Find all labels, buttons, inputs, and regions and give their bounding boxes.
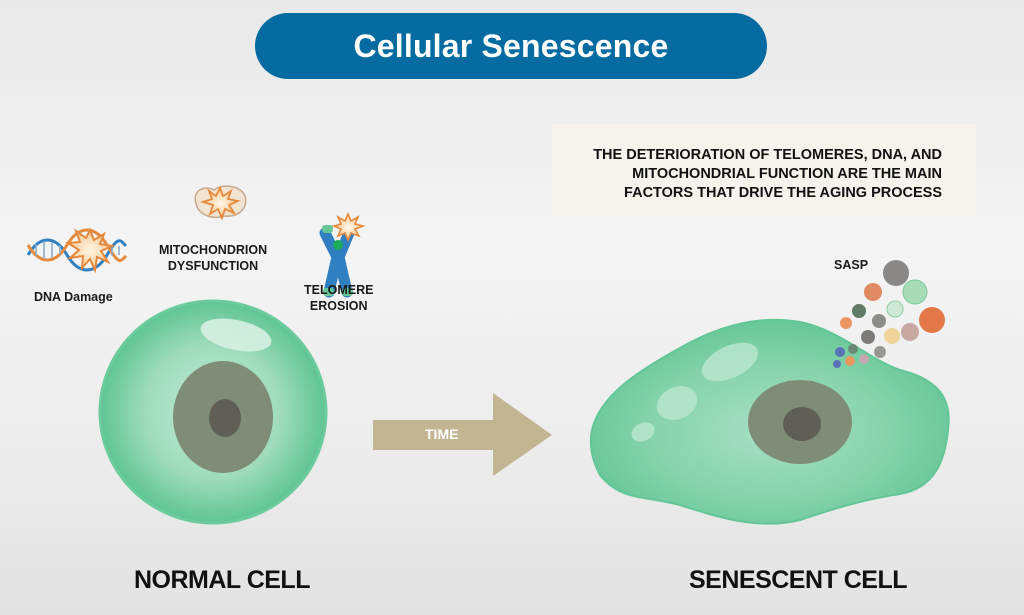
title-banner: Cellular Senescence <box>255 13 767 79</box>
mitochondrion-label-line2: DYSFUNCTION <box>167 259 259 273</box>
normal-cell-nucleolus <box>209 399 241 437</box>
mitochondrion-label: MITOCHONDRION DYSFUNCTION <box>159 242 267 274</box>
page-title: Cellular Senescence <box>353 27 669 64</box>
sasp-particle <box>872 314 886 328</box>
time-arrow <box>373 393 552 476</box>
caption-box: THE DETERIORATION OF TELOMERES, DNA, AND… <box>552 124 976 217</box>
sasp-label: SASP <box>834 258 869 272</box>
caption-line: FACTORS THAT DRIVE THE AGING PROCESS <box>624 185 942 201</box>
senescent-cell-nucleolus <box>783 407 821 441</box>
sasp-particle <box>835 347 845 357</box>
sasp-particle <box>859 354 869 364</box>
mitochondrion-icon <box>194 185 247 221</box>
sasp-particle <box>864 283 882 301</box>
caption-line: MITOCHONDRIAL FUNCTION ARE THE MAIN <box>632 166 942 182</box>
caption-line: THE DETERIORATION OF TELOMERES, DNA, AND <box>593 147 942 163</box>
sasp-particle <box>840 317 852 329</box>
sasp-particle <box>902 279 928 305</box>
telomere-label: TELOMERE EROSION <box>304 282 373 314</box>
sasp-particle <box>884 328 900 344</box>
sasp-particle <box>886 300 904 318</box>
sasp-particle <box>874 346 886 358</box>
dna-damage-icon <box>26 227 128 274</box>
sasp-particles <box>833 260 945 368</box>
sasp-particle <box>919 307 945 333</box>
sasp-particle <box>852 304 866 318</box>
telomere-label-line1: TELOMERE <box>304 283 374 297</box>
normal-cell <box>98 299 328 525</box>
sasp-particle <box>833 360 841 368</box>
normal-cell-label: NORMAL CELL <box>134 566 310 594</box>
caption-text: THE DETERIORATION OF TELOMERES, DNA, AND… <box>593 146 942 203</box>
sasp-particle <box>901 323 919 341</box>
time-label: TIME <box>425 426 459 442</box>
sasp-particle <box>861 330 875 344</box>
sasp-particle <box>883 260 909 286</box>
sasp-particle <box>845 356 855 366</box>
senescent-cell-label: SENESCENT CELL <box>689 566 908 594</box>
sasp-particle <box>848 344 858 354</box>
mitochondrion-label-line1: MITOCHONDRION <box>159 243 268 257</box>
telomere-chromosome-icon <box>319 211 366 298</box>
senescent-cell <box>589 318 950 525</box>
telomere-label-line2: EROSION <box>309 299 368 313</box>
dna-damage-label: DNA Damage <box>34 290 113 304</box>
